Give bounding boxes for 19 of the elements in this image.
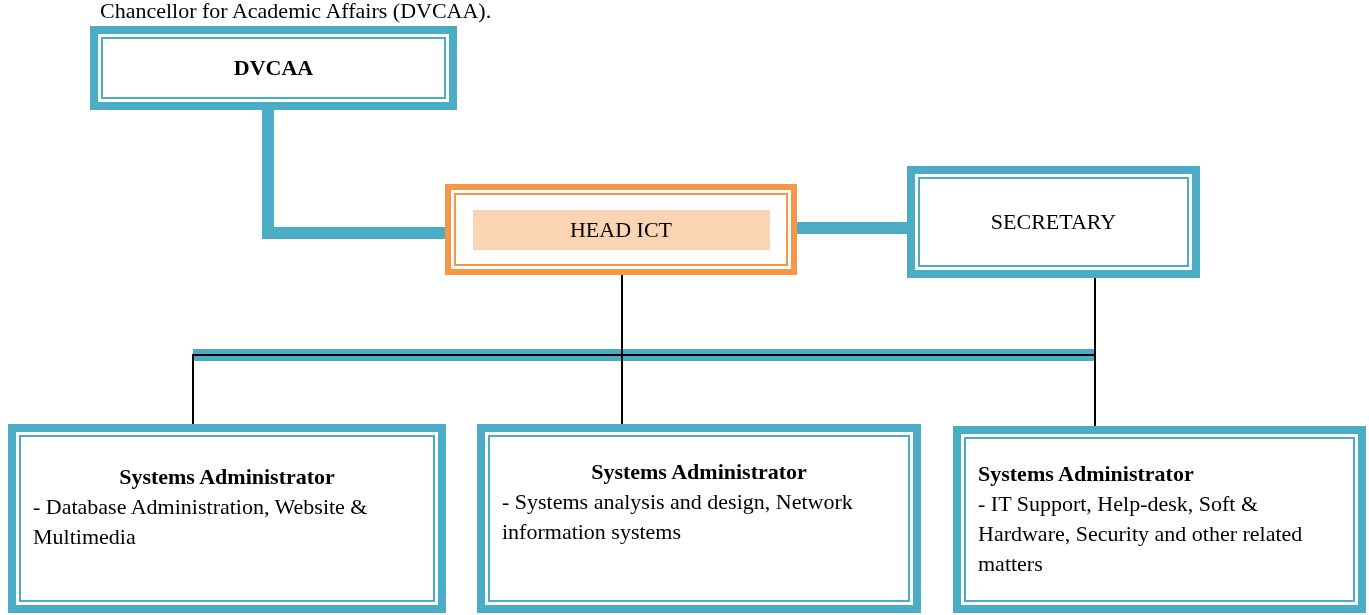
box-description: - IT Support, Help-desk, Soft & Hardware, Security and other related matters [978, 490, 1304, 578]
process-box [90, 26, 457, 110]
connector-line [797, 222, 907, 234]
process-box [477, 424, 921, 613]
box-title: Systems Administrator [118, 462, 336, 491]
box-title: HEAD ICT [472, 209, 770, 250]
box-description: - Systems analysis and design, Network information systems [502, 488, 854, 546]
connector-line [262, 110, 445, 239]
box-description: - Database Administration, Website & Multimedia [33, 492, 369, 551]
heading-text: Chancellor for Academic Affairs (DVCAA). [100, 0, 492, 24]
process-box [953, 426, 1366, 613]
connector-line [621, 274, 623, 425]
process-box [907, 166, 1200, 278]
box-title: SECRETARY [990, 208, 1117, 236]
box-title: DVCAA [233, 54, 314, 82]
box-title: Systems Administrator [590, 458, 808, 486]
process-box [445, 184, 797, 275]
box-title: Systems Administrator [978, 460, 1195, 488]
process-box [8, 424, 446, 613]
